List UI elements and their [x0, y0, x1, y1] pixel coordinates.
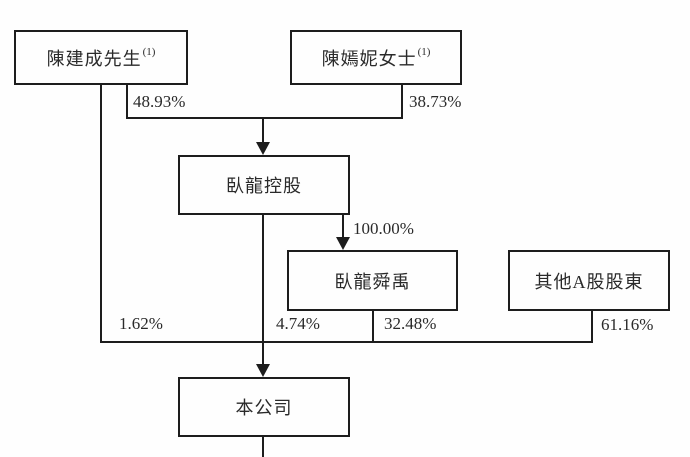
connector-wolong-holdings-to-wolong-shunyu [342, 215, 344, 239]
connector-chen-jiancheng-drop [126, 85, 128, 119]
connector-wolong-holdings-to-company [262, 215, 264, 366]
connector-company-continues-below [262, 437, 264, 457]
pct-other-a-shareholders-in-company: 61.16% [601, 315, 654, 334]
node-chen-yanni: 陳嫣妮女士(1) [290, 30, 462, 85]
connector-collector-bar-bottom [100, 341, 593, 343]
node-chen-yanni-label: 陳嫣妮女士 [321, 48, 417, 69]
pct-chen-jiancheng-in-company: 1.62% [119, 314, 163, 333]
node-other-a-share-shareholders-label: 其他A股股東 [534, 271, 644, 292]
footnote-marker: (1) [417, 45, 431, 58]
connector-chen-yanni-drop [401, 85, 403, 119]
node-chen-jiancheng-label: 陳建成先生 [46, 48, 142, 69]
connector-wolong-shunyu-drop [372, 310, 374, 343]
node-the-company: 本公司 [178, 377, 350, 437]
pct-wolong-shunyu-in-company: 32.48% [384, 314, 437, 333]
footnote-marker: (1) [142, 45, 156, 58]
connector-merge-to-wolong-holdings [262, 117, 264, 144]
connector-chen-jiancheng-direct-to-company [100, 85, 102, 343]
node-wolong-shunyu-label: 臥龍舜禹 [334, 271, 411, 292]
connector-other-a-drop [591, 311, 593, 343]
arrowhead-into-wolong-shunyu [336, 237, 350, 250]
pct-wolong-holdings-in-wolong-shunyu: 100.00% [353, 219, 414, 238]
pct-chen-jiancheng-in-wolong-holdings: 48.93% [133, 92, 186, 111]
pct-wolong-holdings-in-company: 4.74% [276, 314, 320, 333]
pct-chen-yanni-in-wolong-holdings: 38.73% [409, 92, 462, 111]
node-wolong-holdings-label: 臥龍控股 [226, 176, 302, 196]
connector-merge-bar-top [126, 117, 403, 119]
node-wolong-shunyu: 臥龍舜禹 [287, 250, 458, 311]
node-other-a-share-shareholders: 其他A股股東 [508, 250, 670, 311]
node-chen-jiancheng: 陳建成先生(1) [14, 30, 188, 85]
arrowhead-into-wolong-holdings [256, 142, 270, 155]
node-wolong-holdings: 臥龍控股 [178, 155, 350, 215]
node-the-company-label: 本公司 [235, 398, 293, 418]
arrowhead-into-company [256, 364, 270, 377]
